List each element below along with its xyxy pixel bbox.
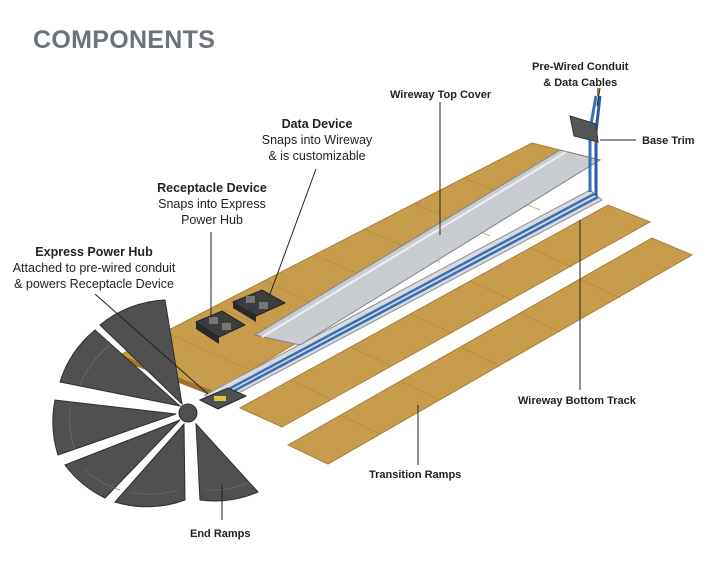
receptacle-device-graphic <box>194 310 247 344</box>
label-transition-ramps: Transition Ramps <box>369 467 461 483</box>
express-power-hub-graphic <box>198 387 248 410</box>
label-end-ramps: End Ramps <box>190 526 251 542</box>
label-prewired-line2: & Data Cables <box>543 77 618 89</box>
data-device-graphic <box>231 289 287 322</box>
label-end-ramps-title: End Ramps <box>190 528 251 540</box>
label-wireway-top-cover-title: Wireway Top Cover <box>390 89 492 101</box>
end-ramp-segment <box>114 422 186 508</box>
leader-lines <box>94 87 636 520</box>
end-ramp-segment <box>59 329 182 407</box>
end-ramp-segment <box>195 422 259 502</box>
transition-ramp-lower <box>286 237 694 465</box>
page-title: COMPONENTS <box>33 26 216 54</box>
label-base-trim: Base Trim <box>642 133 695 149</box>
end-ramp-segment <box>52 399 177 456</box>
label-receptacle-device-line1: Snaps into Express <box>158 197 266 211</box>
label-express-power-hub: Express Power Hub Attached to pre-wired … <box>5 244 183 292</box>
label-data-device-title: Data Device <box>281 117 353 131</box>
label-receptacle-device-title: Receptacle Device <box>157 181 267 195</box>
label-prewired-title: Pre-Wired Conduit <box>532 61 629 73</box>
label-wireway-bottom-track: Wireway Bottom Track <box>518 393 636 409</box>
label-base-trim-title: Base Trim <box>642 135 695 147</box>
label-transition-ramps-title: Transition Ramps <box>369 469 462 481</box>
end-ramp-segment <box>99 299 183 406</box>
label-data-device: Data Device Snaps into Wireway & is cust… <box>258 116 376 164</box>
wireway-top-cover-body <box>253 149 602 346</box>
label-prewired-conduit: Pre-Wired Conduit & Data Cables <box>532 59 628 91</box>
label-express-power-hub-line2: & powers Receptacle Device <box>14 277 174 291</box>
label-receptacle-device-line2: Power Hub <box>181 213 243 227</box>
label-wireway-bottom-track-title: Wireway Bottom Track <box>518 395 636 407</box>
label-wireway-top-cover: Wireway Top Cover <box>390 87 491 103</box>
label-express-power-hub-title: Express Power Hub <box>35 245 153 259</box>
transition-ramp-upper <box>238 204 652 428</box>
label-data-device-line2: & is customizable <box>268 149 366 163</box>
end-ramps-graphic <box>52 299 259 508</box>
label-receptacle-device: Receptacle Device Snaps into Express Pow… <box>151 180 273 228</box>
label-express-power-hub-line1: Attached to pre-wired conduit <box>12 261 176 275</box>
label-data-device-line1: Snaps into Wireway <box>261 133 373 147</box>
base-trim-graphic <box>569 115 599 143</box>
end-ramp-segment <box>64 419 181 499</box>
